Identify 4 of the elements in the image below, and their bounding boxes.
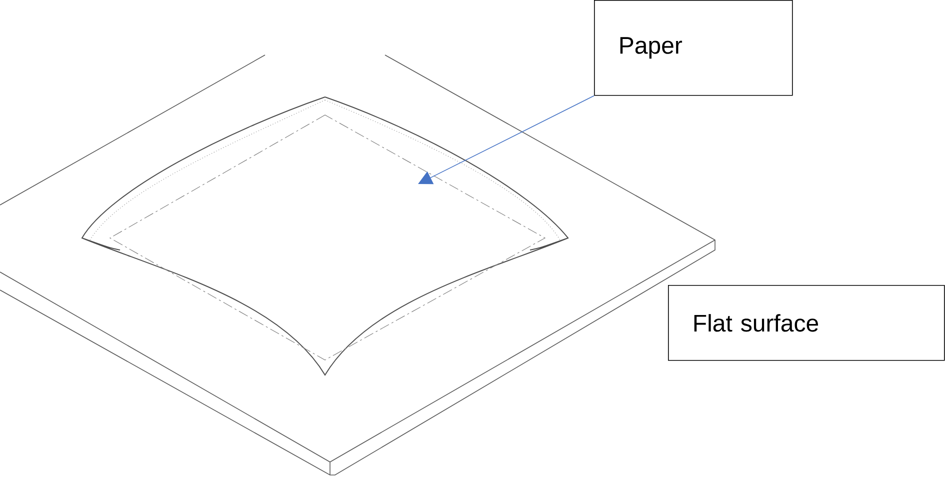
paper-drawing — [82, 96, 568, 376]
label-box: Flat surface — [668, 285, 945, 361]
arrow — [418, 95, 594, 184]
label-box: Paper — [594, 0, 793, 96]
